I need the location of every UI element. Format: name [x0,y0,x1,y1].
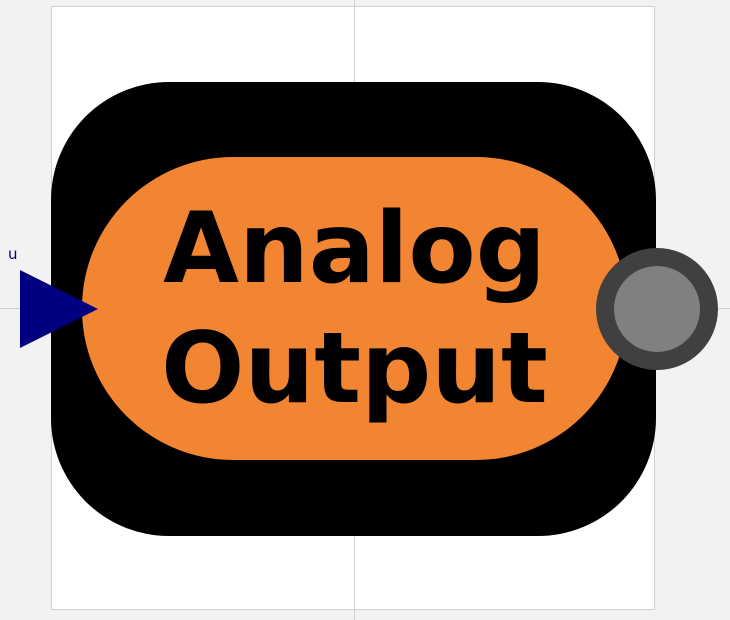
input-port-label: u [8,245,18,263]
circle-port-icon[interactable] [596,248,718,370]
analog-output-block-body[interactable]: Analog Output [82,157,627,460]
triangle-right-icon[interactable] [20,270,98,348]
block-label-line-1: Analog [163,191,546,306]
block-label-line-2: Output [161,311,548,426]
